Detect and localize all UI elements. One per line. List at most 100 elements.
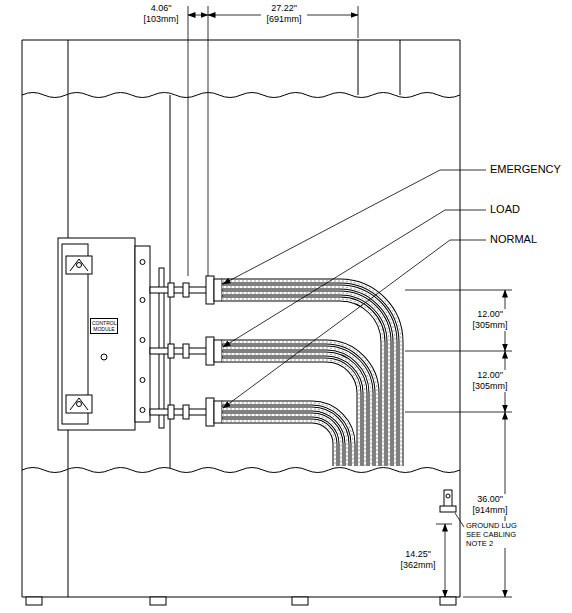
cable-lug — [206, 276, 214, 304]
cable — [222, 421, 335, 466]
cabinet-foot — [150, 597, 166, 605]
cable-hatch — [222, 293, 389, 466]
cable-hatch — [222, 421, 335, 466]
cable — [222, 360, 359, 466]
extension-line — [188, 6, 189, 276]
cable-lug — [206, 337, 214, 365]
cable-hatch — [222, 415, 341, 466]
dimension-text: 4.06" [103mm] — [138, 3, 184, 25]
extension-line — [208, 6, 209, 276]
nut — [183, 344, 189, 358]
dimension-text: 12.00" [305mm] — [467, 309, 513, 331]
cable — [222, 354, 365, 466]
extension-line — [405, 412, 512, 413]
cabinet-edge — [22, 597, 460, 598]
break-line — [22, 468, 460, 473]
screw — [140, 408, 145, 413]
control-module-box: CONTROL MODULE — [90, 318, 118, 334]
module-label: CONTROL MODULE — [92, 320, 116, 332]
dimension-text: 36.00" [914mm] — [467, 494, 513, 516]
cable-bundles — [222, 281, 401, 466]
cabinet-foot — [292, 597, 308, 605]
cable — [222, 287, 395, 466]
cable — [222, 415, 341, 466]
callout-label: EMERGENCY — [490, 163, 561, 176]
operator-handle — [77, 402, 82, 407]
ground-lug — [440, 506, 456, 512]
extension-line — [358, 6, 359, 38]
cable — [222, 348, 371, 466]
nut — [168, 283, 174, 297]
cabinet-edge — [460, 40, 461, 597]
cable-lug — [214, 279, 222, 301]
cable-hatch — [222, 403, 353, 466]
cable — [222, 360, 359, 466]
cabinet-edge — [22, 40, 460, 41]
cabinet-edge — [400, 40, 401, 95]
cabinet-foot — [440, 597, 456, 605]
cable — [222, 403, 353, 466]
switch-pole — [135, 246, 150, 422]
cable-hatch — [222, 409, 347, 466]
cable — [222, 299, 383, 466]
operator-handle — [70, 398, 88, 410]
dimension-text: 14.25" [362mm] — [396, 549, 440, 571]
operator-handle — [70, 259, 88, 271]
cable — [222, 354, 365, 466]
callout-label: NORMAL — [490, 233, 537, 246]
ground-lug — [446, 494, 450, 498]
leader-line — [223, 210, 486, 347]
callout-label: LOAD — [490, 203, 520, 216]
extension-line — [436, 524, 452, 525]
dimension-text: 27.22" [691mm] — [261, 3, 307, 25]
cable-hatch — [222, 299, 383, 466]
cable — [222, 287, 395, 466]
cable — [222, 403, 353, 466]
extension-line — [405, 351, 512, 352]
operator-handle — [77, 263, 82, 268]
cable — [222, 421, 335, 466]
indicator — [101, 354, 107, 360]
cable — [222, 281, 401, 466]
dimension-lines — [188, 6, 512, 597]
screw — [140, 298, 145, 303]
extension-line — [405, 290, 512, 291]
operator-handle — [66, 395, 92, 413]
bus-bar — [150, 409, 208, 415]
leader-line — [223, 170, 486, 284]
bus-bar — [150, 287, 208, 293]
cabinet-outline — [22, 40, 460, 605]
screw — [140, 378, 145, 383]
cable — [222, 415, 341, 466]
break-line — [22, 93, 460, 98]
cable-hatch — [222, 360, 359, 466]
cable — [222, 409, 347, 466]
switch-body — [58, 238, 135, 430]
dimension-line — [188, 15, 208, 16]
cable — [222, 342, 377, 466]
ground-lug — [444, 490, 452, 508]
operator-handle — [66, 256, 92, 274]
dimension-text: 12.00" [305mm] — [467, 370, 513, 392]
cable — [222, 293, 389, 466]
cabinet-foot — [26, 597, 42, 605]
screw — [140, 338, 145, 343]
cable-hatch — [222, 287, 395, 466]
dimension-line — [445, 524, 446, 597]
nut — [168, 405, 174, 419]
note-text: GROUND LUG SEE CABLING NOTE 2 — [466, 521, 528, 548]
nut — [168, 344, 174, 358]
cable-lug — [214, 340, 222, 362]
cable — [222, 342, 377, 466]
bus-bar — [150, 348, 208, 354]
leader-line — [455, 513, 464, 527]
nut — [183, 283, 189, 297]
cabinet-edge — [22, 40, 23, 597]
cable-hatch — [222, 281, 401, 466]
cable-hatch — [222, 342, 377, 466]
nut — [183, 405, 189, 419]
leader-line — [223, 240, 486, 408]
cable-lug — [214, 401, 222, 423]
cable — [222, 299, 383, 466]
cable — [222, 409, 347, 466]
